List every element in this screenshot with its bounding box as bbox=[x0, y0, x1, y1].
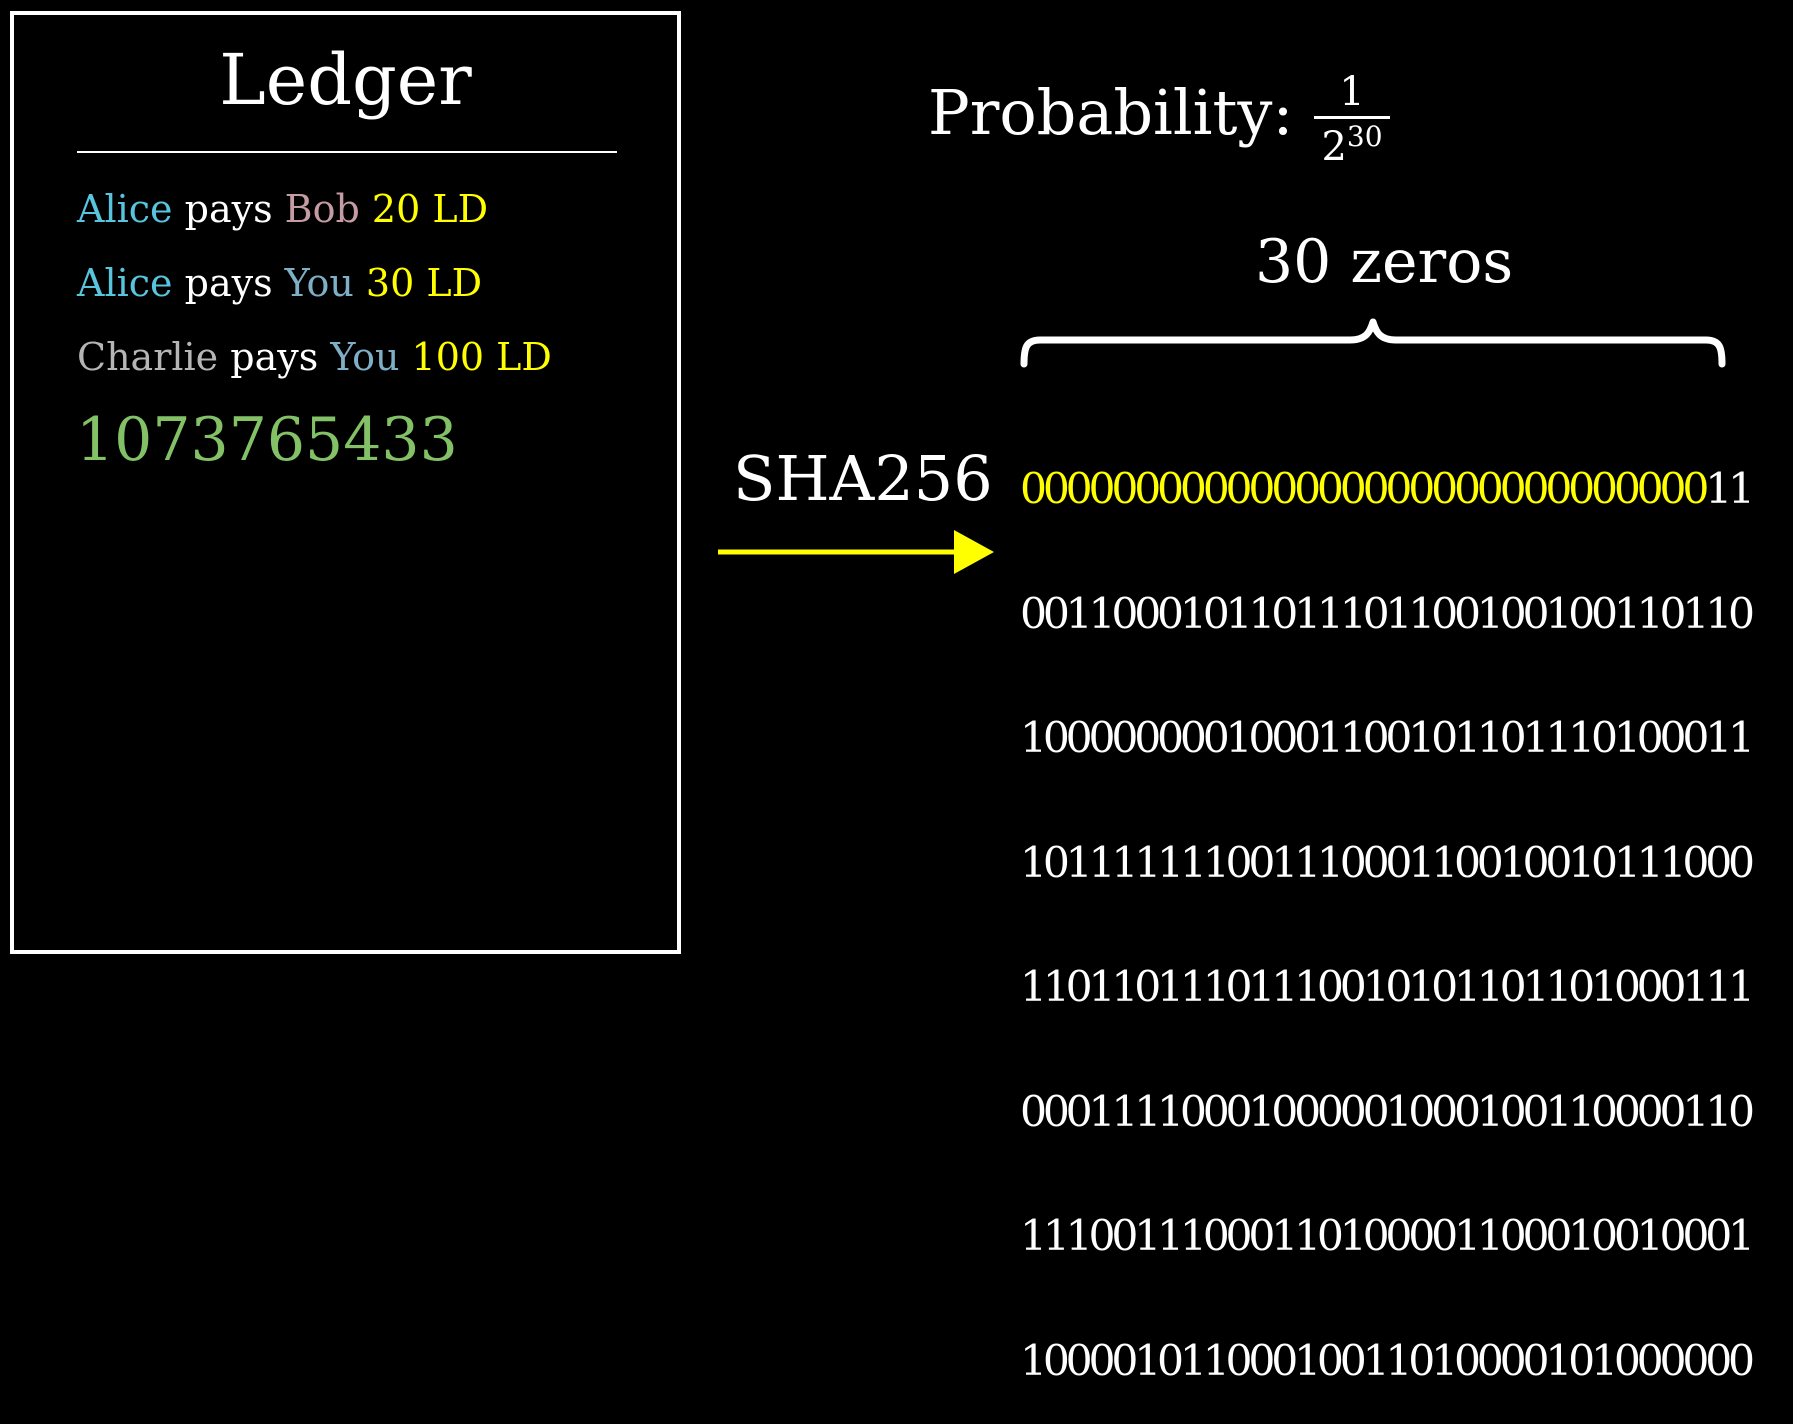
hash-line: 10000101100010011010000101000000 bbox=[1020, 1336, 1755, 1386]
hash-line-rest: 11 bbox=[1705, 465, 1755, 514]
entry-payer: Alice bbox=[77, 187, 173, 231]
ledger-title: Ledger bbox=[219, 39, 472, 121]
entry-payer: Charlie bbox=[77, 335, 219, 379]
ledger-divider bbox=[77, 151, 617, 153]
hash-line: 00110001011011101100100100110110 bbox=[1020, 589, 1755, 639]
hash-line: 10000000010001100101101110100011 bbox=[1020, 714, 1755, 763]
hash-output: 00000000000000000000000000000011 0011000… bbox=[1020, 386, 1755, 1424]
sha256-label: SHA256 bbox=[733, 442, 993, 515]
ledger-panel: Ledger Alice pays Bob 20 LD Alice pays Y… bbox=[10, 11, 681, 954]
hash-line: 00000000000000000000000000000011 bbox=[1020, 468, 1755, 511]
entry-amount: 30 LD bbox=[365, 261, 483, 305]
brace-label: 30 zeros bbox=[1255, 227, 1514, 297]
fraction-bar bbox=[1314, 116, 1390, 119]
curly-brace bbox=[1020, 318, 1726, 368]
probability-fraction: 1 230 bbox=[1310, 72, 1394, 167]
hash-line: 11011011101110010101101101000111 bbox=[1020, 963, 1755, 1012]
hash-line: 00011110001000001000100110000110 bbox=[1020, 1087, 1755, 1137]
entry-amount: 20 LD bbox=[371, 187, 489, 231]
fraction-denominator: 230 bbox=[1310, 120, 1394, 170]
hash-line: 10111111100111000110010010111000 bbox=[1020, 838, 1755, 888]
ledger-entry: Charlie pays You 100 LD bbox=[77, 338, 552, 376]
ledger-entry: Alice pays Bob 20 LD bbox=[77, 190, 488, 228]
entry-payer: Alice bbox=[77, 261, 173, 305]
arrow-head bbox=[954, 530, 994, 574]
ledger-nonce: 1073765433 bbox=[76, 405, 458, 475]
entry-verb: pays bbox=[184, 261, 273, 305]
hash-line: 11100111000110100001100010010001 bbox=[1020, 1212, 1755, 1261]
fraction-exponent: 30 bbox=[1346, 120, 1383, 153]
fraction-numerator: 1 bbox=[1339, 69, 1365, 115]
ledger-entry: Alice pays You 30 LD bbox=[77, 264, 482, 302]
entry-verb: pays bbox=[184, 187, 273, 231]
entry-payee: You bbox=[284, 261, 354, 305]
right-arrow-icon bbox=[718, 530, 994, 574]
entry-verb: pays bbox=[230, 335, 319, 379]
entry-payee: You bbox=[330, 335, 400, 379]
fraction-base: 2 bbox=[1321, 124, 1347, 170]
probability-label: Probability: bbox=[928, 76, 1294, 149]
hash-leading-zeros: 000000000000000000000000000000 bbox=[1020, 465, 1709, 514]
entry-payee: Bob bbox=[284, 187, 360, 231]
entry-amount: 100 LD bbox=[411, 335, 552, 379]
